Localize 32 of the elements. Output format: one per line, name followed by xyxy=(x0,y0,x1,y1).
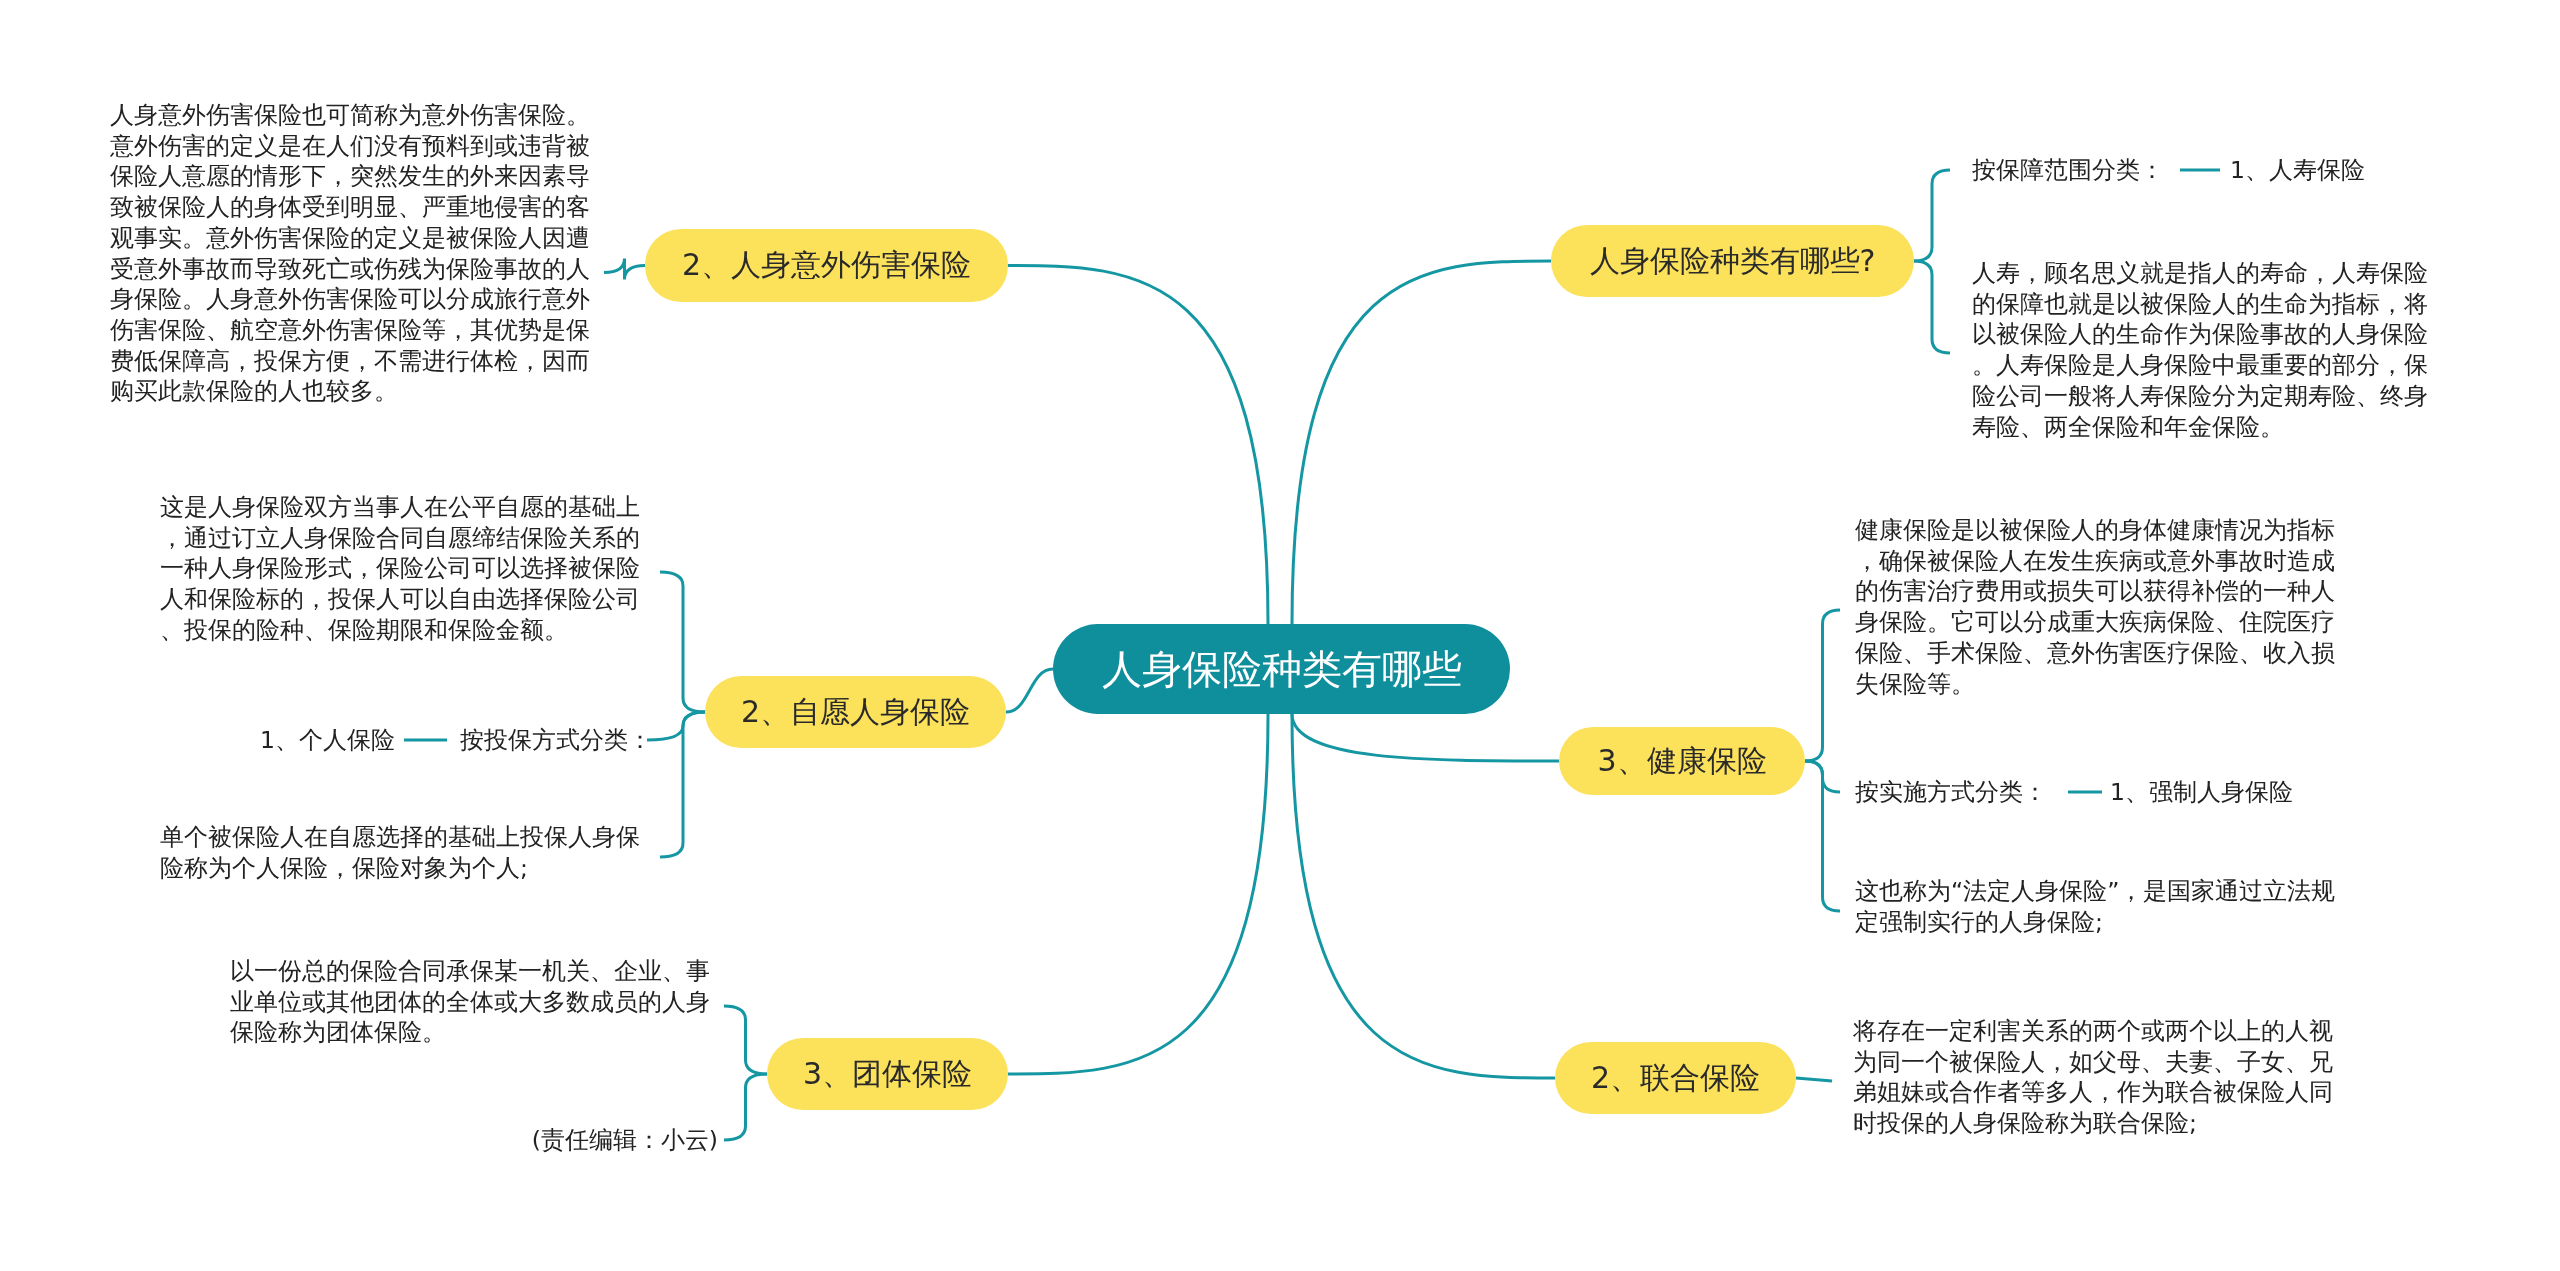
connector-line xyxy=(1008,713,1270,1076)
branch-label: (责任编辑：小云) xyxy=(480,1120,724,1160)
note-text: 单个被保险人在自愿选择的基础上投保人身保险称为个人保险，保险对象为个人; xyxy=(160,822,660,892)
note-text: 人身意外伤害保险也可简称为意外伤害保险。意外伤害的定义是在人们没有预料到或违背被保险人意愿的情形下，突然发生的外来因素导致被保险人的身体受到明显、严重地侵害的客观事实。意外伤害保险的定义是被保险人因遭受意外事故而导致死亡或伤残为保险事故的人身保险。人身意外伤害保险可以分成旅行意外伤害保险、航空意外伤害保险等，其优势是保费低保障高，投保方便，不需进行体检，因而购买此款保险的人也较多。 xyxy=(110,100,604,445)
topic-pill: 2、自愿人身保险 xyxy=(705,676,1006,748)
connector-line xyxy=(1005,667,1054,714)
connector-line xyxy=(1290,259,1551,625)
topic-pill: 人身保险种类有哪些? xyxy=(1551,225,1914,297)
branch-label: 按保障范围分类： xyxy=(1950,150,2180,190)
note-text: 这也称为“法定人身保险”，是国家通过立法规定强制实行的人身保险; xyxy=(1840,876,2336,946)
note-text: 将存在一定利害关系的两个或两个以上的人视为同一个被保险人，如父母、夫妻、子女、兄弟姐妹或合作者等多人，作为联合被保险人同时投保的人身保险称为联合保险; xyxy=(1832,1016,2334,1146)
central-topic: 人身保险种类有哪些 xyxy=(1053,624,1510,714)
connector-line xyxy=(603,257,646,281)
branch-label: 1、个人保险 xyxy=(240,720,404,760)
branch-label: 按实施方式分类： xyxy=(1840,772,2068,812)
topic-pill: 2、人身意外伤害保险 xyxy=(645,229,1008,302)
note-text: 健康保险是以被保险人的身体健康情况为指标，确保被保险人在发生疾病或意外事故时造成的伤害治疗费用或损失可以获得补偿的一种人身保险。它可以分成重大疾病保险、住院医疗保险、手术保险、意外伤害医疗保险、收入损失保险等。 xyxy=(1840,515,2336,705)
branch-label: 1、人寿保险 xyxy=(2220,150,2390,190)
topic-pill: 3、团体保险 xyxy=(767,1038,1008,1110)
branch-label: 按投保方式分类： xyxy=(447,720,647,760)
connector-line xyxy=(1008,264,1270,625)
note-text: 人寿，顾名思义就是指人的寿命，人寿保险的保障也就是以被保险人的生命为指标，将以被保险人的生命作为保险事故的人身保险。人寿保险是人身保险中最重要的部分，保险公司一般将人寿保险分为定期寿险、终身寿险、两全保险和年金保险。 xyxy=(1950,258,2450,448)
note-text: 这是人身保险双方当事人在公平自愿的基础上，通过订立人身保险合同自愿缔结保险关系的一种人身保险形式，保险公司可以选择被保险人和保险标的，投保人可以自由选择保险公司、投保的险种、保险期限和保险金额。 xyxy=(160,492,660,652)
connector-line xyxy=(1795,1076,1833,1083)
connector-line xyxy=(2068,790,2102,794)
connector-line xyxy=(1290,713,1555,1080)
topic-pill: 2、联合保险 xyxy=(1555,1042,1796,1114)
connector-line xyxy=(404,738,447,742)
connector-line xyxy=(2180,168,2220,172)
note-text: 以一份总的保险合同承保某一机关、企业、事业单位或其他团体的全体或大多数成员的人身保险称为团体保险。 xyxy=(230,956,724,1056)
topic-pill: 3、健康保险 xyxy=(1559,727,1805,795)
branch-label: 1、强制人身保险 xyxy=(2102,772,2322,812)
